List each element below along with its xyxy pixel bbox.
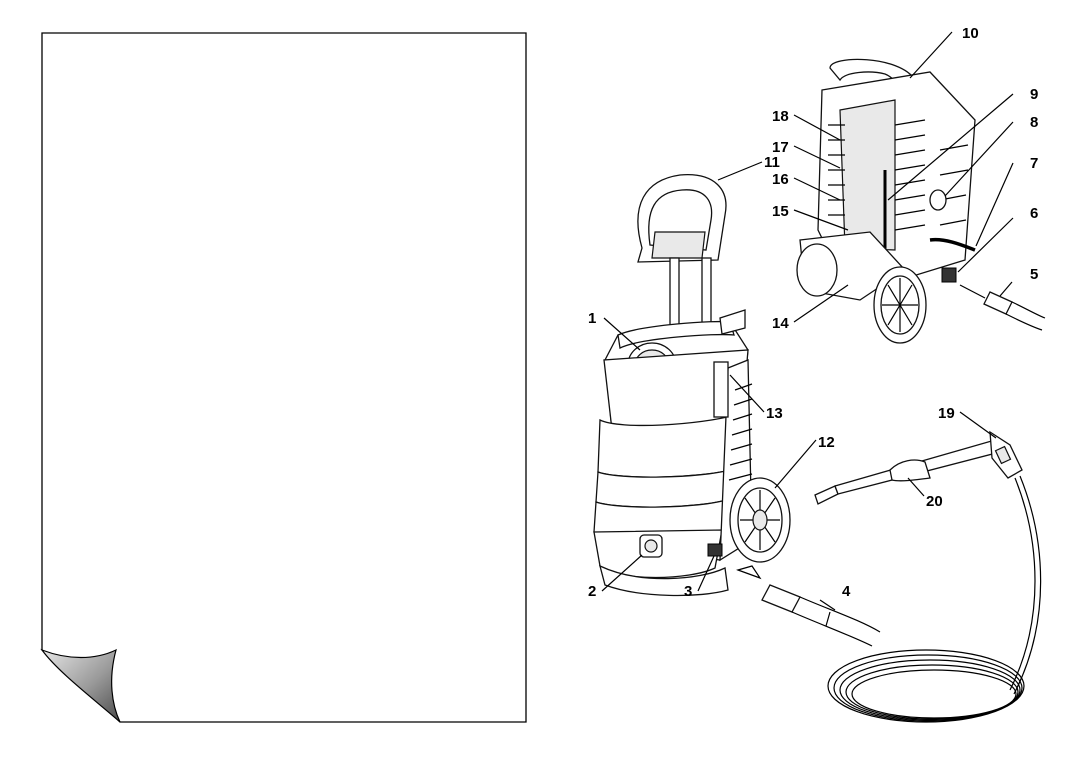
callout-14: 14 [772, 315, 789, 332]
callout-3: 3 [684, 583, 692, 600]
callout-4: 4 [842, 583, 851, 600]
callout-17: 17 [772, 139, 789, 156]
callout-2: 2 [588, 583, 596, 600]
blank-page-sheet [40, 32, 527, 723]
page-curl-icon [40, 648, 121, 723]
callout-9: 9 [1030, 86, 1038, 103]
pressure-washer-front [593, 174, 791, 597]
callout-6: 6 [1030, 205, 1038, 222]
leader-lines [601, 31, 1014, 611]
garden-hose [959, 284, 1046, 331]
spray-gun [814, 430, 1023, 505]
callout-8: 8 [1030, 114, 1038, 131]
callout-15: 15 [772, 203, 789, 220]
callout-10: 10 [962, 25, 979, 42]
pressure-washer-rear [796, 58, 976, 344]
callout-20: 20 [926, 493, 943, 510]
callout-labels: 1 2 3 4 5 6 7 8 9 10 11 12 13 14 15 16 1… [588, 25, 1038, 600]
callout-16: 16 [772, 171, 789, 188]
inlet-hose [736, 565, 881, 647]
callout-1: 1 [588, 310, 596, 327]
callout-5: 5 [1030, 266, 1038, 283]
callout-12: 12 [818, 434, 835, 451]
high-pressure-hose [827, 475, 1042, 723]
callout-18: 18 [772, 108, 789, 125]
callout-19: 19 [938, 405, 955, 422]
callout-13: 13 [766, 405, 783, 422]
callout-7: 7 [1030, 155, 1038, 172]
callout-11: 11 [764, 154, 780, 171]
